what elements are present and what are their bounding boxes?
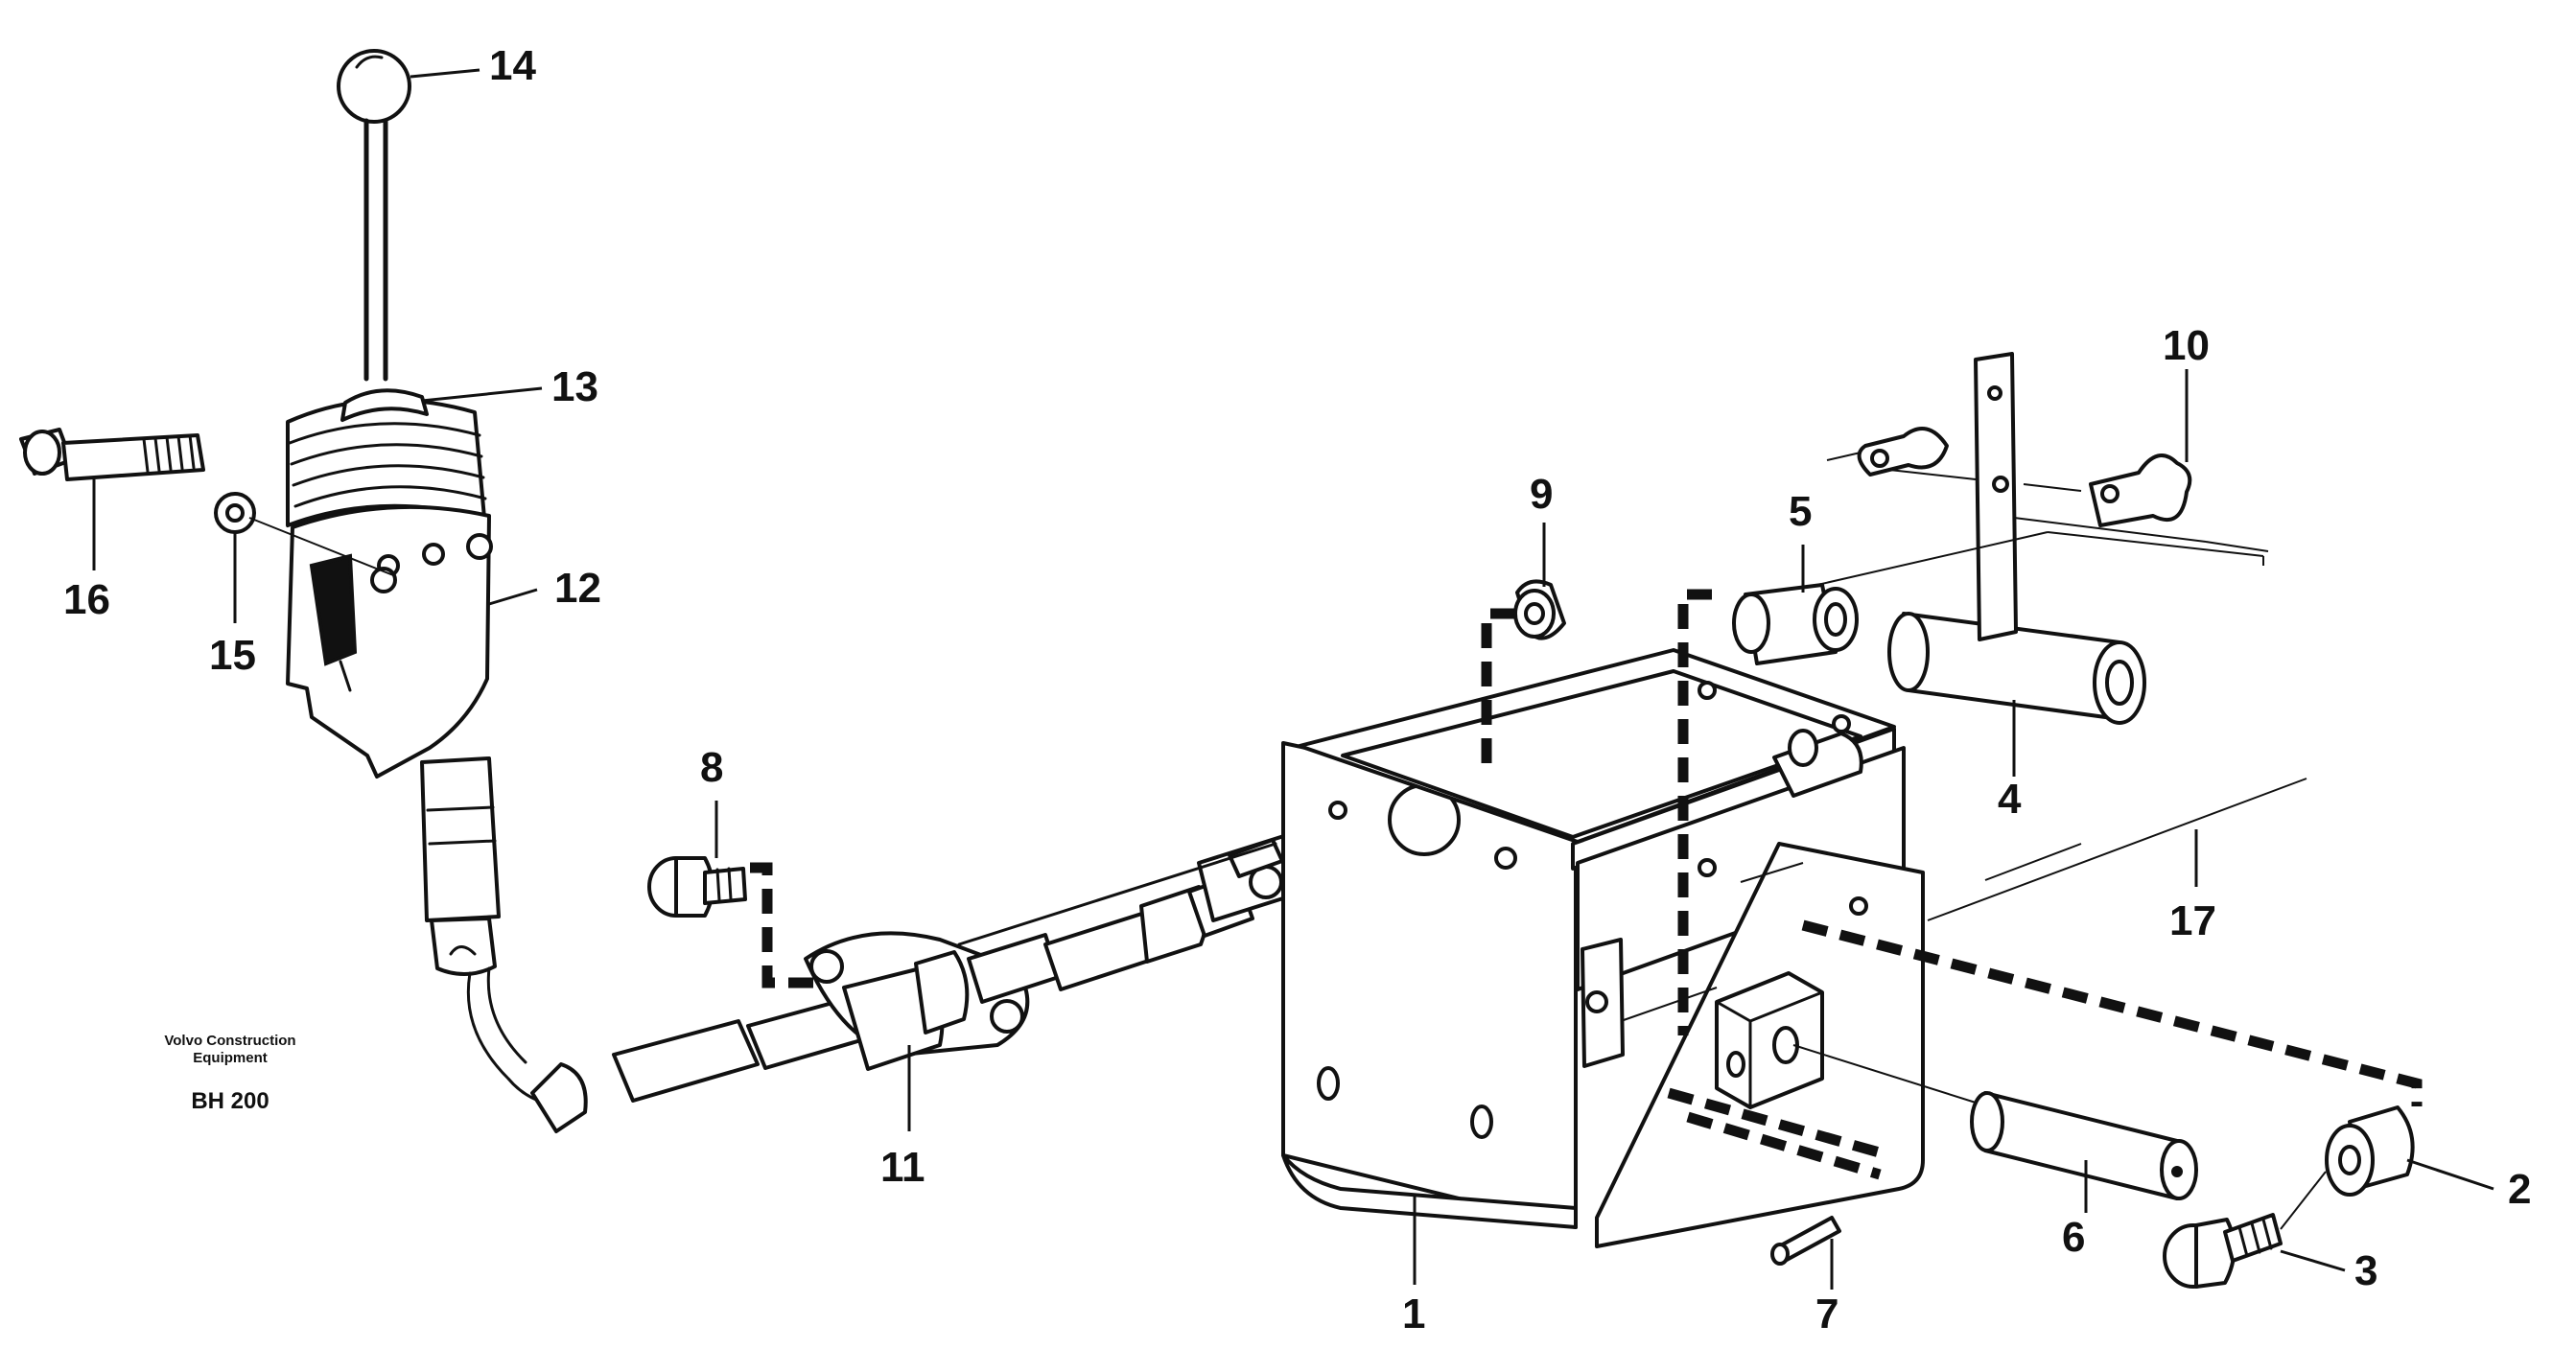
leader-lines [92, 68, 2494, 1290]
spacer-2 [2325, 1105, 2415, 1197]
callout-labels: 1 2 3 4 5 6 7 8 9 10 11 12 13 14 15 16 1… [63, 42, 2531, 1337]
callout-14: 14 [489, 42, 536, 89]
callout-7: 7 [1815, 1291, 1838, 1337]
brand-line-1: Volvo Construction [164, 1033, 295, 1049]
callout-17: 17 [2169, 897, 2216, 944]
rubber-boot [286, 388, 487, 527]
control-lever-assembly [286, 49, 501, 977]
screw-3 [2163, 1171, 2327, 1289]
callout-16: 16 [63, 576, 110, 623]
callout-11: 11 [880, 1144, 925, 1191]
brand-block: Volvo Construction Equipment BH 200 [164, 1033, 295, 1114]
pin-6 [1970, 1091, 2198, 1200]
shaft-4 [1887, 352, 2269, 725]
pivot-block [1715, 971, 1977, 1109]
callout-3: 3 [2354, 1247, 2377, 1294]
reference-outline-17 [1816, 531, 2307, 921]
callout-15: 15 [209, 632, 256, 679]
callout-6: 6 [2062, 1214, 2085, 1261]
bushing-5 [1732, 583, 1859, 665]
callout-9: 9 [1530, 471, 1553, 518]
bolt-16 [19, 428, 205, 481]
callout-12: 12 [554, 565, 601, 612]
callout-13: 13 [551, 363, 598, 410]
mounting-frame [1281, 648, 1925, 1248]
spring-pin-10 [1826, 427, 2192, 527]
callout-2: 2 [2508, 1166, 2531, 1213]
model-label: BH 200 [191, 1088, 269, 1114]
lever-housing [286, 504, 493, 779]
callout-4: 4 [1998, 776, 2022, 823]
callout-8: 8 [700, 744, 723, 791]
callout-10: 10 [2163, 322, 2210, 369]
lever-knob [337, 49, 411, 124]
nut-9 [1513, 579, 1566, 640]
control-cable [466, 832, 1309, 1133]
callout-5: 5 [1789, 488, 1812, 535]
split-pin-7 [1770, 1216, 1841, 1266]
callout-1: 1 [1402, 1291, 1425, 1337]
brand-line-2: Equipment [193, 1050, 268, 1066]
screw-8 [647, 856, 747, 918]
